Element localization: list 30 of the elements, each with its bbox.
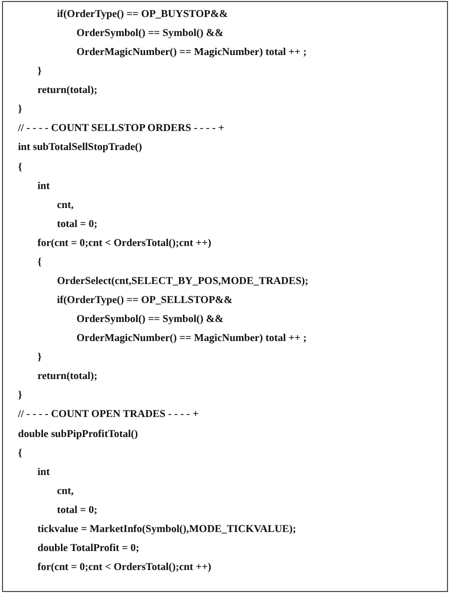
code-line: double subPipProfitTotal() bbox=[18, 428, 138, 441]
code-line: // - - - - COUNT OPEN TRADES - - - - + bbox=[18, 408, 199, 422]
code-line: { bbox=[38, 256, 42, 269]
code-line: } bbox=[38, 65, 42, 78]
code-line: total = 0; bbox=[57, 218, 98, 231]
code-line: } bbox=[18, 103, 22, 116]
code-line: return(total); bbox=[38, 84, 98, 98]
code-line: if(OrderType() == OP_SELLSTOP&& bbox=[57, 294, 232, 308]
code-line: if(OrderType() == OP_BUYSTOP&& bbox=[57, 8, 228, 21]
code-line: cnt, bbox=[57, 198, 74, 212]
code-line: tickvalue = MarketInfo(Symbol(),MODE_TICKVALUE); bbox=[38, 522, 296, 536]
code-line: OrderSymbol() == Symbol() && bbox=[76, 313, 224, 326]
code-line: int subTotalSellStopTrade() bbox=[18, 141, 142, 154]
code-line: } bbox=[18, 389, 22, 402]
code-line: // - - - - COUNT SELLSTOP ORDERS - - - - + bbox=[18, 122, 224, 136]
code-line: cnt, bbox=[57, 484, 74, 498]
code-line: return(total); bbox=[38, 370, 98, 384]
code-line: { bbox=[18, 160, 22, 174]
code-line: double TotalProfit = 0; bbox=[38, 542, 140, 555]
code-line: OrderMagicNumber() == MagicNumber) total ++ ; bbox=[76, 332, 307, 346]
code-line: for(cnt = 0;cnt < OrdersTotal();cnt ++) bbox=[38, 236, 212, 250]
code-line: OrderMagicNumber() == MagicNumber) total ++ ; bbox=[76, 46, 307, 60]
code-line: int bbox=[38, 466, 50, 479]
code-line: { bbox=[18, 446, 22, 460]
code-line: total = 0; bbox=[57, 504, 98, 517]
code-line: int bbox=[38, 180, 50, 193]
code-line: OrderSelect(cnt,SELECT_BY_POS,MODE_TRADES); bbox=[57, 274, 308, 288]
code-line: OrderSymbol() == Symbol() && bbox=[76, 27, 224, 40]
code-line: } bbox=[38, 351, 42, 364]
code-line: for(cnt = 0;cnt < OrdersTotal();cnt ++) bbox=[38, 561, 212, 574]
